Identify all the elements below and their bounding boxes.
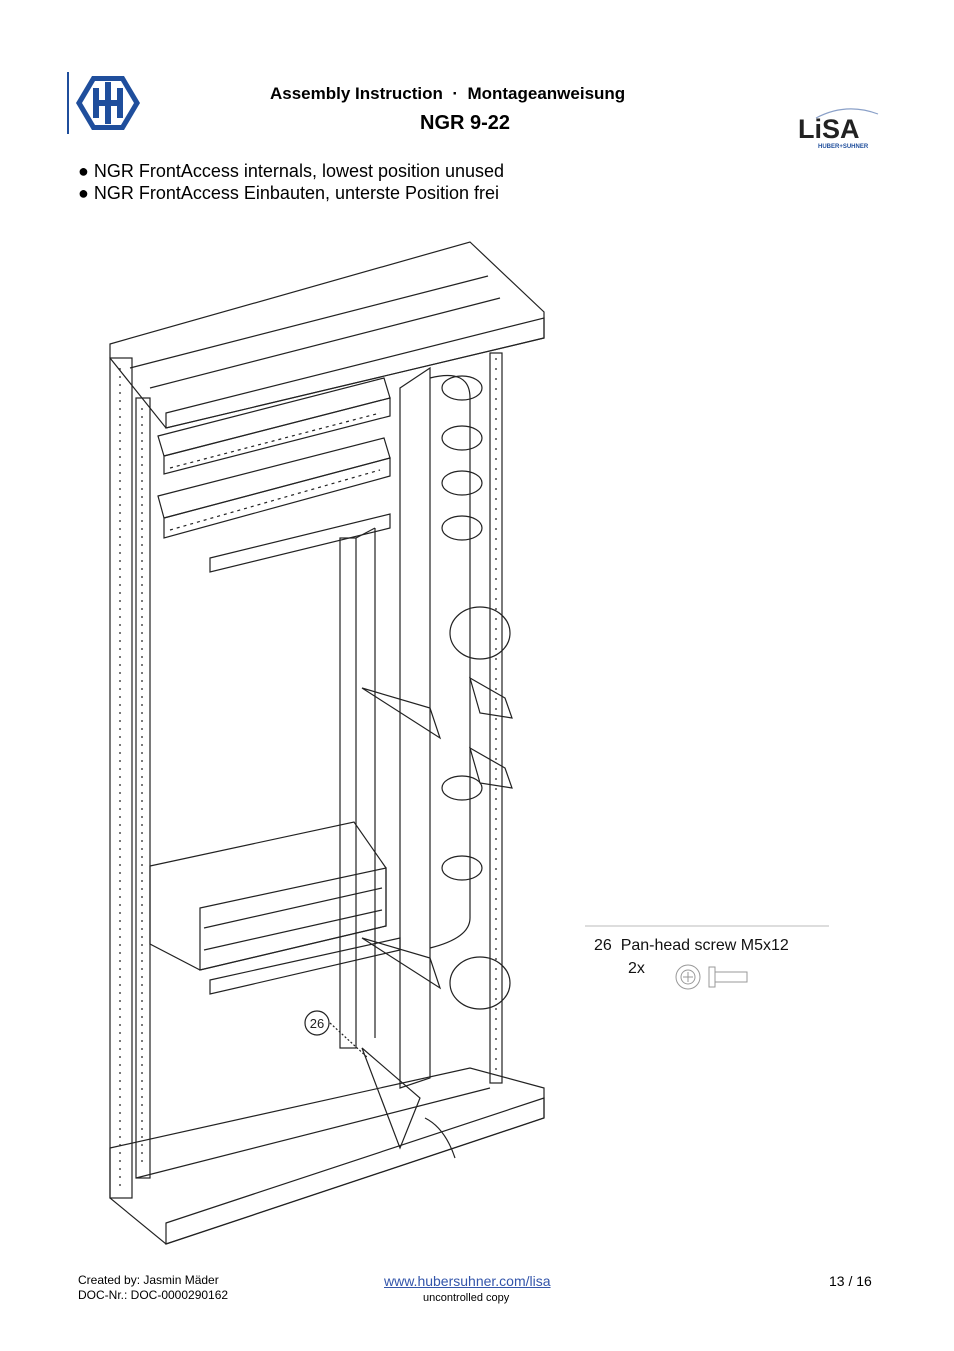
hubersuhner-logo bbox=[67, 72, 140, 134]
rack-assembly-drawing: 26 bbox=[109, 241, 545, 1245]
screw-icon bbox=[675, 964, 748, 990]
parts-legend-box bbox=[585, 925, 829, 990]
legend-label: Pan-head screw M5x12 bbox=[620, 937, 789, 954]
website-link[interactable]: www.hubersuhner.com/lisa bbox=[384, 1273, 551, 1289]
lisa-logo-subtext: HUBER+SUHNER bbox=[818, 144, 869, 150]
product-title: NGR 9-22 bbox=[420, 112, 511, 134]
copy-note: uncontrolled copy bbox=[423, 1292, 510, 1304]
title-de: Montageanweisung bbox=[467, 84, 626, 103]
created-by: Created by: Jasmin Mäder bbox=[78, 1273, 219, 1287]
title-en: Assembly Instruction bbox=[270, 84, 443, 103]
bullet-text-en: ● NGR FrontAccess internals, lowest posi… bbox=[78, 161, 505, 181]
legend-number: 26 bbox=[594, 937, 612, 954]
doc-number: DOC-Nr.: DOC-0000290162 bbox=[78, 1288, 229, 1302]
lisa-logo-text: LiSA bbox=[798, 114, 860, 144]
callout-26: 26 bbox=[310, 1016, 324, 1031]
page-number: 13 / 16 bbox=[829, 1273, 872, 1289]
bullet-text-de: ● NGR FrontAccess Einbauten, unterste Po… bbox=[78, 183, 500, 203]
lisa-logo: LiSA HUBER+SUHNER bbox=[798, 108, 879, 150]
title-separator: · bbox=[452, 84, 458, 103]
legend-quantity: 2x bbox=[628, 960, 645, 977]
